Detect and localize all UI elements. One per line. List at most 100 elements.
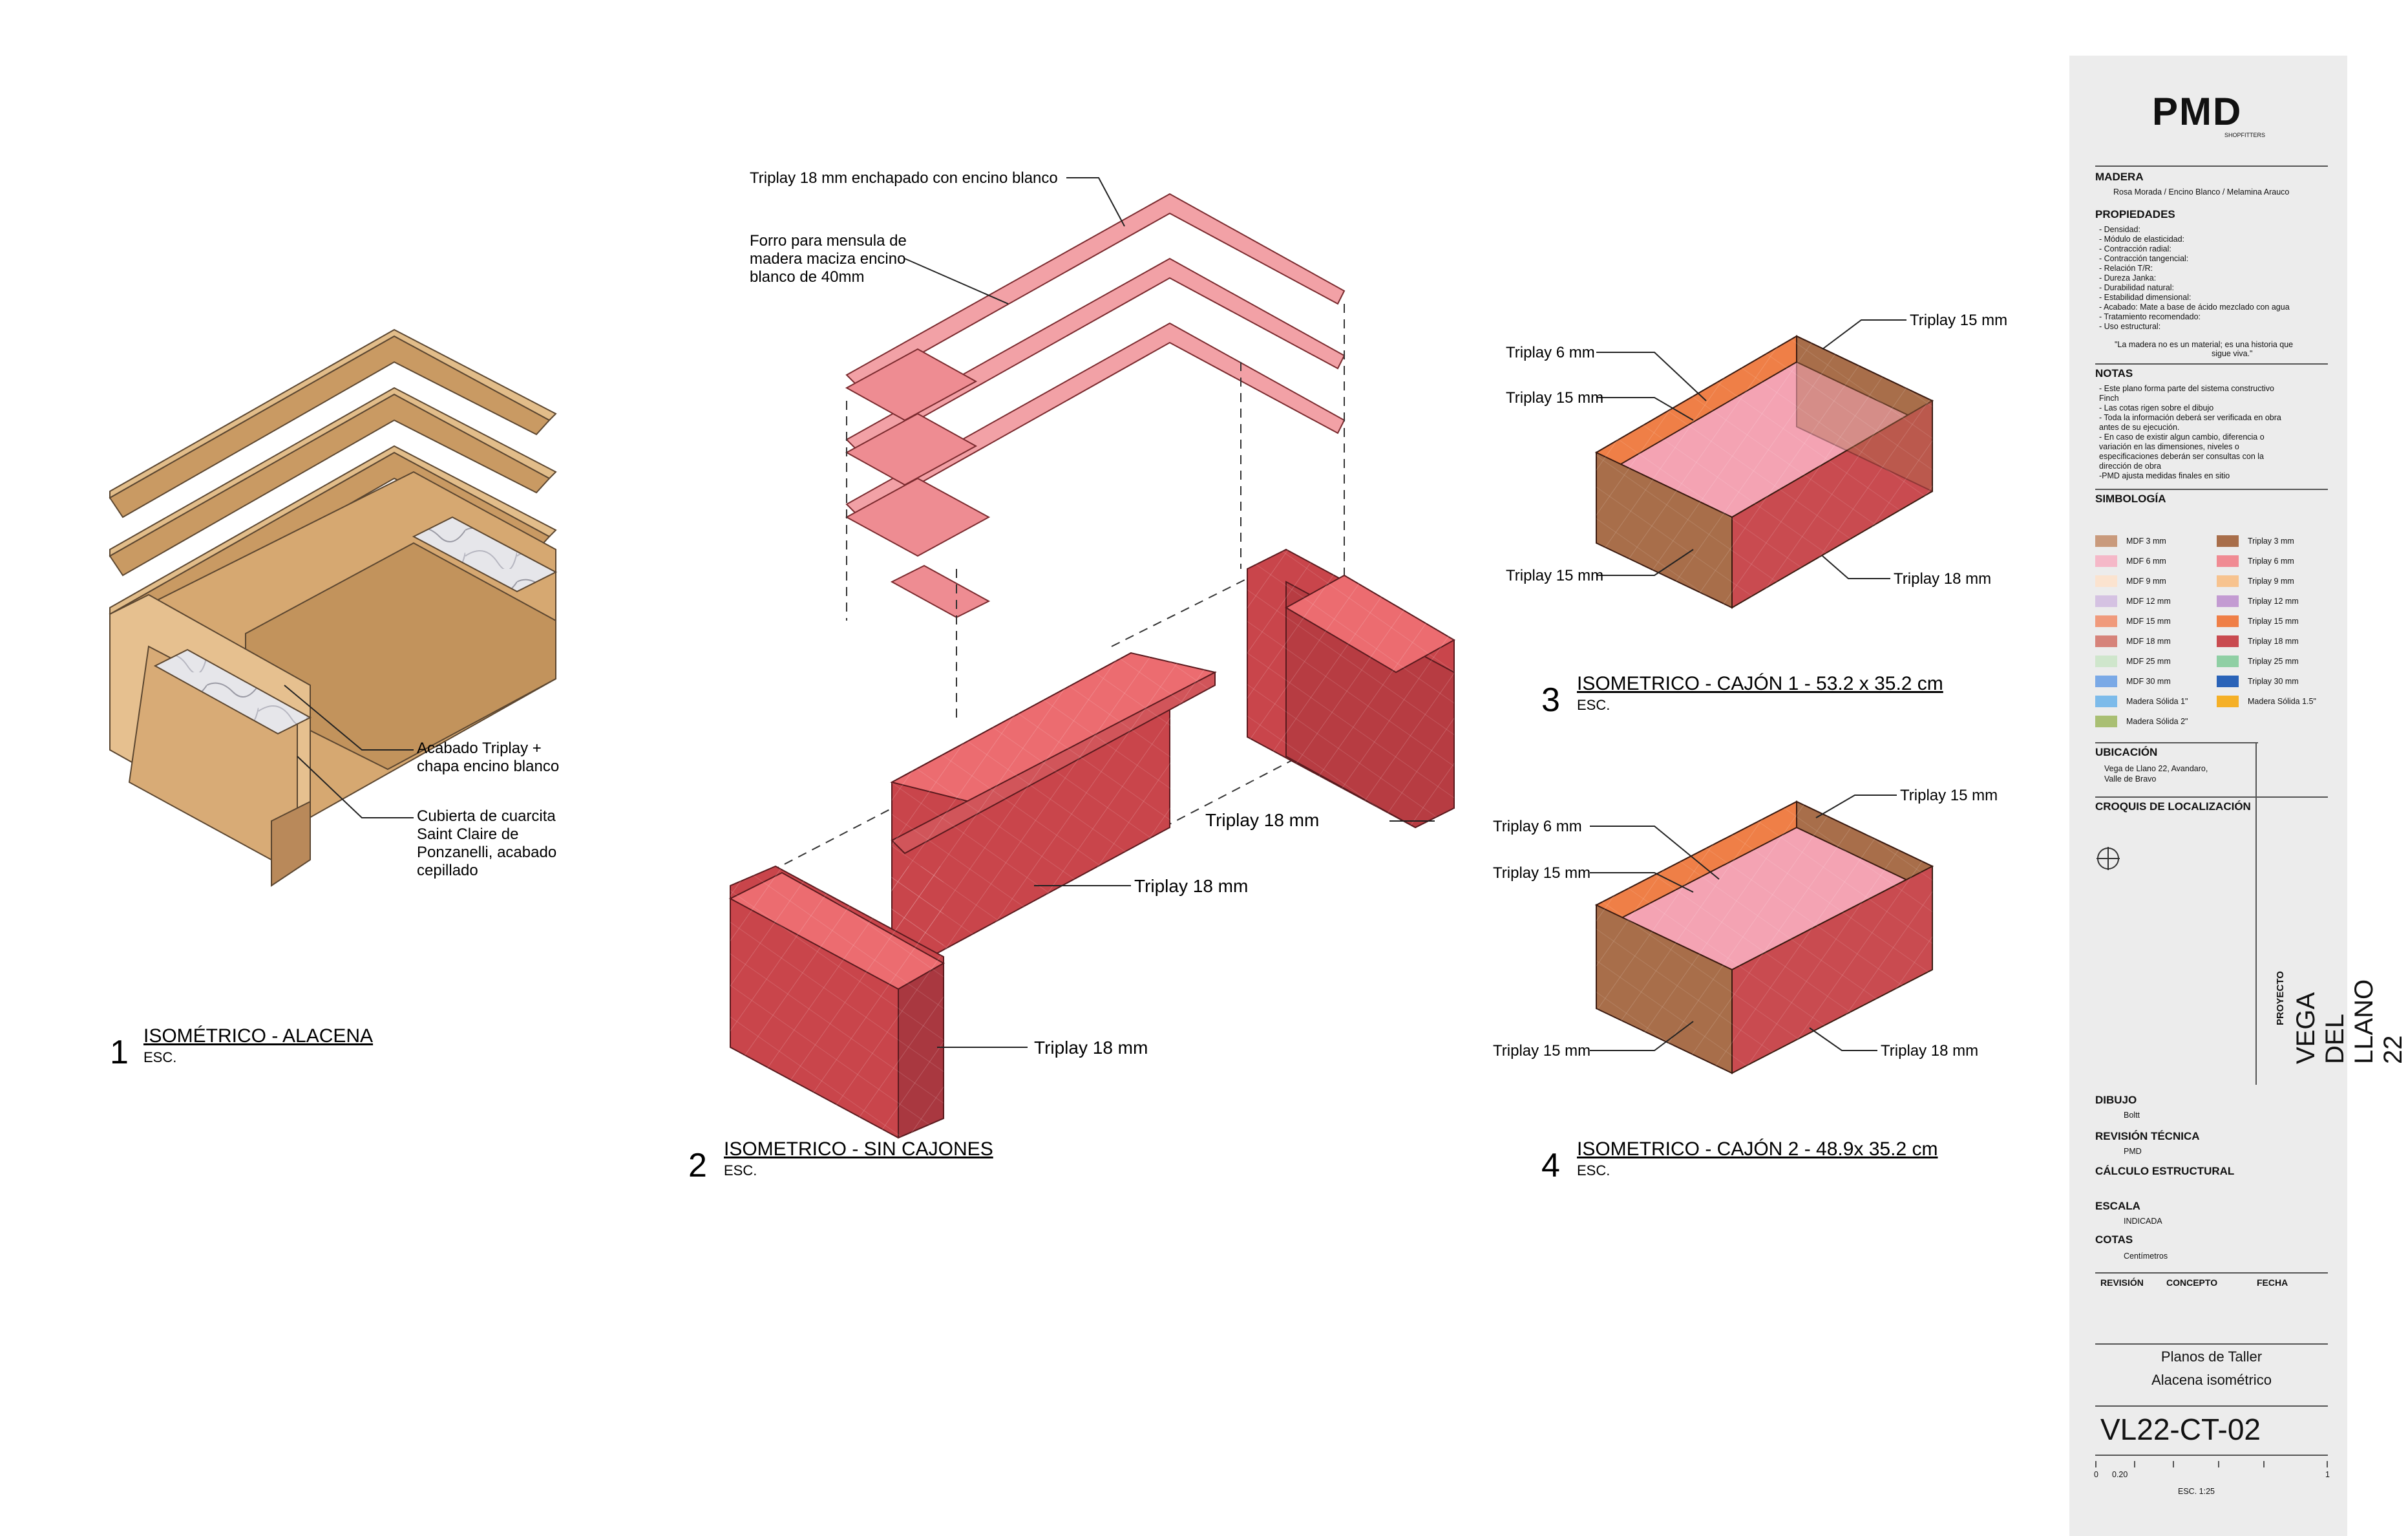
ubicacion-line-2: Valle de Bravo <box>2104 774 2157 784</box>
v4-label-t15a: Triplay 15 mm <box>1493 864 1590 882</box>
legend-label: Triplay 12 mm <box>2248 597 2299 606</box>
view-1-number: 1 <box>110 1034 129 1071</box>
v3-label-t15b: Triplay 15 mm <box>1506 567 1603 584</box>
props-item: - Contracción tangencial: <box>2099 254 2189 263</box>
view-4-title: ISOMETRICO - CAJÓN 2 - 48.9x 35.2 cm <box>1577 1138 1938 1160</box>
ubicacion-line-1: Vega de Llano 22, Avandaro, <box>2104 764 2208 773</box>
legend-label: MDF 18 mm <box>2126 637 2171 646</box>
legend-swatch <box>2095 615 2117 627</box>
v3-label-t15c: Triplay 15 mm <box>1910 312 2007 329</box>
scalebar-1: 1 <box>2325 1470 2330 1479</box>
scalebar-label: ESC. 1:25 <box>2178 1487 2215 1496</box>
legend-item: MDF 6 mm <box>2095 555 2166 567</box>
module-right-hatch <box>1247 549 1454 827</box>
legend-label: Triplay 18 mm <box>2248 637 2299 646</box>
alacena-body <box>109 471 556 887</box>
legend-item: Triplay 12 mm <box>2217 595 2299 607</box>
notas-item: dirección de obra <box>2099 462 2161 471</box>
legend-swatch <box>2217 696 2239 707</box>
legend-swatch <box>2217 656 2239 667</box>
props-item: - Uso estructural: <box>2099 322 2161 331</box>
north-compass-icon <box>2096 847 2120 870</box>
sheet-subtitle: Alacena isométrico <box>2151 1372 2272 1388</box>
v3-label-t18: Triplay 18 mm <box>1894 570 1991 588</box>
props-item: - Durabilidad natural: <box>2099 283 2175 292</box>
callout-cubierta-3: Ponzanelli, acabado <box>417 844 556 861</box>
callout-cubierta-1: Cubierta de cuarcita <box>417 807 556 825</box>
legend-swatch <box>2217 575 2239 587</box>
legend-swatch <box>2217 555 2239 567</box>
calculo-heading: CÁLCULO ESTRUCTURAL <box>2095 1165 2235 1177</box>
props-item: - Densidad: <box>2099 225 2140 234</box>
scalebar-0: 0 <box>2094 1470 2098 1479</box>
view-2-number: 2 <box>688 1147 707 1184</box>
quote-line-2: sigue viva." <box>2212 349 2253 358</box>
view-3-number: 3 <box>1541 681 1560 719</box>
notas-item: - Las cotas rigen sobre el dibujo <box>2099 403 2214 412</box>
callout-v2-triplay-c: Triplay 18 mm <box>1034 1038 1148 1058</box>
view-4-labels: Triplay 6 mm Triplay 15 mm Triplay 15 mm… <box>1493 787 1998 1184</box>
drawing-area: Acabado Triplay + chapa encino blanco Cu… <box>109 169 2007 1184</box>
legend-item: Madera Sólida 2" <box>2095 716 2188 727</box>
legend-item: Madera Sólida 1.5" <box>2217 696 2316 707</box>
countertop-left <box>153 648 312 735</box>
view-3-cajon-1 <box>1594 335 1934 609</box>
legend-item: MDF 15 mm <box>2095 615 2171 627</box>
escala-value: INDICADA <box>2124 1217 2162 1226</box>
scalebar-020: 0.20 <box>2112 1470 2128 1479</box>
legend-swatch <box>2217 635 2239 647</box>
props-item: - Módulo de elasticidad: <box>2099 235 2185 244</box>
legend-swatch <box>2095 656 2117 667</box>
legend-swatch <box>2095 575 2117 587</box>
legend-label: Triplay 25 mm <box>2248 657 2299 666</box>
legend-item: MDF 18 mm <box>2095 635 2171 647</box>
legend-item: MDF 9 mm <box>2095 575 2166 587</box>
props-item: - Estabilidad dimensional: <box>2099 293 2191 302</box>
view-1-alacena: Acabado Triplay + chapa encino blanco Cu… <box>109 328 559 1071</box>
legend-swatch <box>2095 535 2117 547</box>
legend-item: MDF 12 mm <box>2095 595 2171 607</box>
view-2-sin-cajones: Triplay 18 mm enchapado con encino blanc… <box>688 169 1456 1184</box>
legend-item: MDF 30 mm <box>2095 676 2171 687</box>
legend-label: Madera Sólida 1.5" <box>2248 697 2316 706</box>
legend-item: Triplay 18 mm <box>2217 635 2299 647</box>
props-item: - Tratamiento recomendado: <box>2099 312 2201 321</box>
callout-cubierta-2: Saint Claire de <box>417 826 518 843</box>
legend-swatch <box>2095 555 2117 567</box>
view-2-scale: ESC. <box>724 1162 757 1179</box>
v3-label-t15a: Triplay 15 mm <box>1506 389 1603 407</box>
col-fecha: FECHA <box>2257 1277 2288 1288</box>
col-concepto: CONCEPTO <box>2166 1277 2218 1288</box>
cotas-value: Centímetros <box>2124 1252 2168 1261</box>
logo-subtitle: SHOPFITTERS <box>2224 132 2266 138</box>
notas-item: - Este plano forma parte del sistema con… <box>2099 384 2274 393</box>
madera-value: Rosa Morada / Encino Blanco / Melamina A… <box>2113 187 2290 197</box>
legend-label: Triplay 3 mm <box>2248 537 2294 546</box>
legend-label: MDF 9 mm <box>2126 577 2166 586</box>
callout-cubierta-4: cepillado <box>417 862 478 879</box>
revision-tecnica-value: PMD <box>2124 1147 2142 1156</box>
props-item: - Acabado: Mate a base de ácido mezclado… <box>2099 303 2290 312</box>
legend-swatch <box>2095 676 2117 687</box>
callout-acabado-2: chapa encino blanco <box>417 758 559 775</box>
callout-forro-2: madera maciza encino <box>750 250 905 268</box>
notas-item: -PMD ajusta medidas finales en sitio <box>2099 471 2230 480</box>
quote-line-1: "La madera no es un material; es una his… <box>2115 340 2294 349</box>
view-3-title: ISOMETRICO - CAJÓN 1 - 53.2 x 35.2 cm <box>1577 673 1943 694</box>
callout-triplay-enchapado: Triplay 18 mm enchapado con encino blanc… <box>750 169 1058 187</box>
legend-label: Triplay 30 mm <box>2248 677 2299 686</box>
notas-item: antes de su ejecución. <box>2099 423 2180 432</box>
legend-label: Madera Sólida 1" <box>2126 697 2188 706</box>
dibujo-value: Boltt <box>2124 1111 2140 1120</box>
legend-label: MDF 15 mm <box>2126 617 2171 626</box>
notas-heading: NOTAS <box>2095 367 2133 379</box>
legend-item: MDF 3 mm <box>2095 535 2166 547</box>
legend-label: MDF 3 mm <box>2126 537 2166 546</box>
sheet-number: VL22-CT-02 <box>2100 1413 2261 1446</box>
madera-heading: MADERA <box>2095 171 2144 183</box>
propiedades-heading: PROPIEDADES <box>2095 208 2175 220</box>
legend-label: Triplay 6 mm <box>2248 557 2294 566</box>
view-2-title: ISOMETRICO - SIN CAJONES <box>724 1138 993 1160</box>
legend-item: Triplay 9 mm <box>2217 575 2294 587</box>
legend-item: Triplay 25 mm <box>2217 656 2299 667</box>
